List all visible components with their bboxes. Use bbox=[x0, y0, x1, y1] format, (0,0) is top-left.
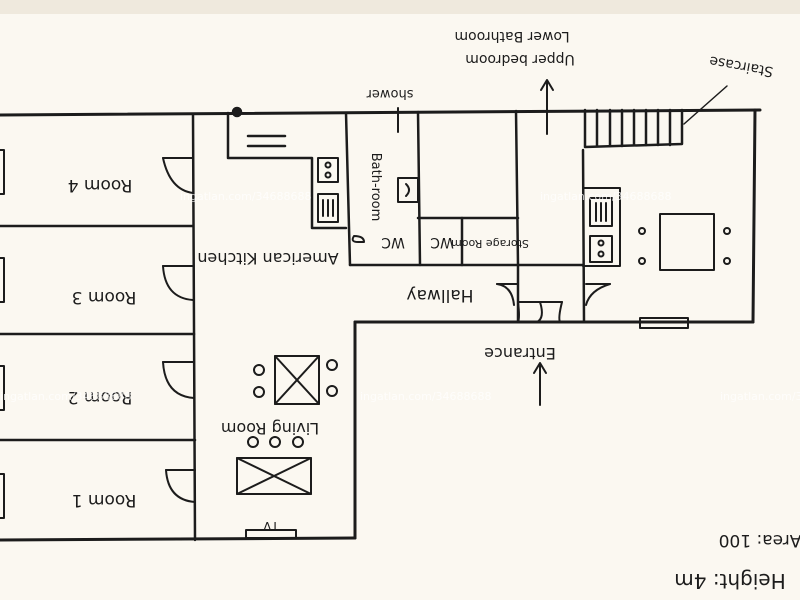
bathroom-fixtures bbox=[351, 107, 419, 243]
watermark-5: ingatlan.com/34688688 bbox=[720, 390, 800, 403]
wc-label-2: WC bbox=[430, 234, 454, 250]
watermarks: ingatlan.com/34688688 ingatlan.com/34688… bbox=[0, 190, 800, 403]
room-labels: Room 4 Room 3 Room 2 Room 1 American Kit… bbox=[68, 153, 529, 510]
direction-arrows bbox=[533, 79, 554, 406]
paper-edge bbox=[0, 0, 800, 14]
room-4-label: Room 4 bbox=[68, 175, 133, 195]
living-room-furniture bbox=[236, 355, 338, 539]
entrance-label: Entrance bbox=[484, 344, 556, 363]
dining-table bbox=[638, 213, 731, 271]
storage-room-label: Storage Room bbox=[451, 237, 529, 250]
kitchen-stove bbox=[317, 157, 339, 223]
lower-bathroom-label: Lower Bathroom bbox=[454, 28, 569, 44]
right-kitchen-appliances bbox=[582, 187, 621, 267]
hallway-label: Hallway bbox=[406, 285, 473, 305]
height-label: Height: 4m bbox=[674, 569, 785, 593]
staircase-drawing bbox=[583, 85, 728, 149]
watermark-2: ingatlan.com/34688688 bbox=[540, 190, 672, 203]
watermark-4: ingatlan.com/34688688 bbox=[360, 390, 492, 403]
kitchen-counter bbox=[226, 106, 348, 230]
room-1-label: Room 1 bbox=[72, 490, 137, 510]
watermark-1: ingatlan.com/34688688 bbox=[180, 190, 312, 203]
living-room-label: Living Room bbox=[221, 419, 319, 438]
bedroom-doors bbox=[162, 157, 196, 503]
wc-label-1: WC bbox=[381, 234, 405, 250]
bedroom-windows bbox=[0, 149, 5, 519]
watermark-3: ingatlan.com/34688688 bbox=[0, 390, 132, 403]
area-label: Area: 100 bbox=[719, 530, 800, 550]
shower-label: shower bbox=[366, 86, 414, 101]
entrance-doors bbox=[496, 283, 689, 329]
upper-bedroom-label: Upper bedroom bbox=[465, 51, 574, 67]
room-2-label: Room 2 bbox=[68, 387, 133, 407]
bathroom-label: Bath-room bbox=[368, 153, 383, 222]
tv-label: TV bbox=[262, 519, 279, 533]
room-3-label: Room 3 bbox=[72, 287, 137, 307]
american-kitchen-label: American Kitchen bbox=[197, 249, 338, 268]
